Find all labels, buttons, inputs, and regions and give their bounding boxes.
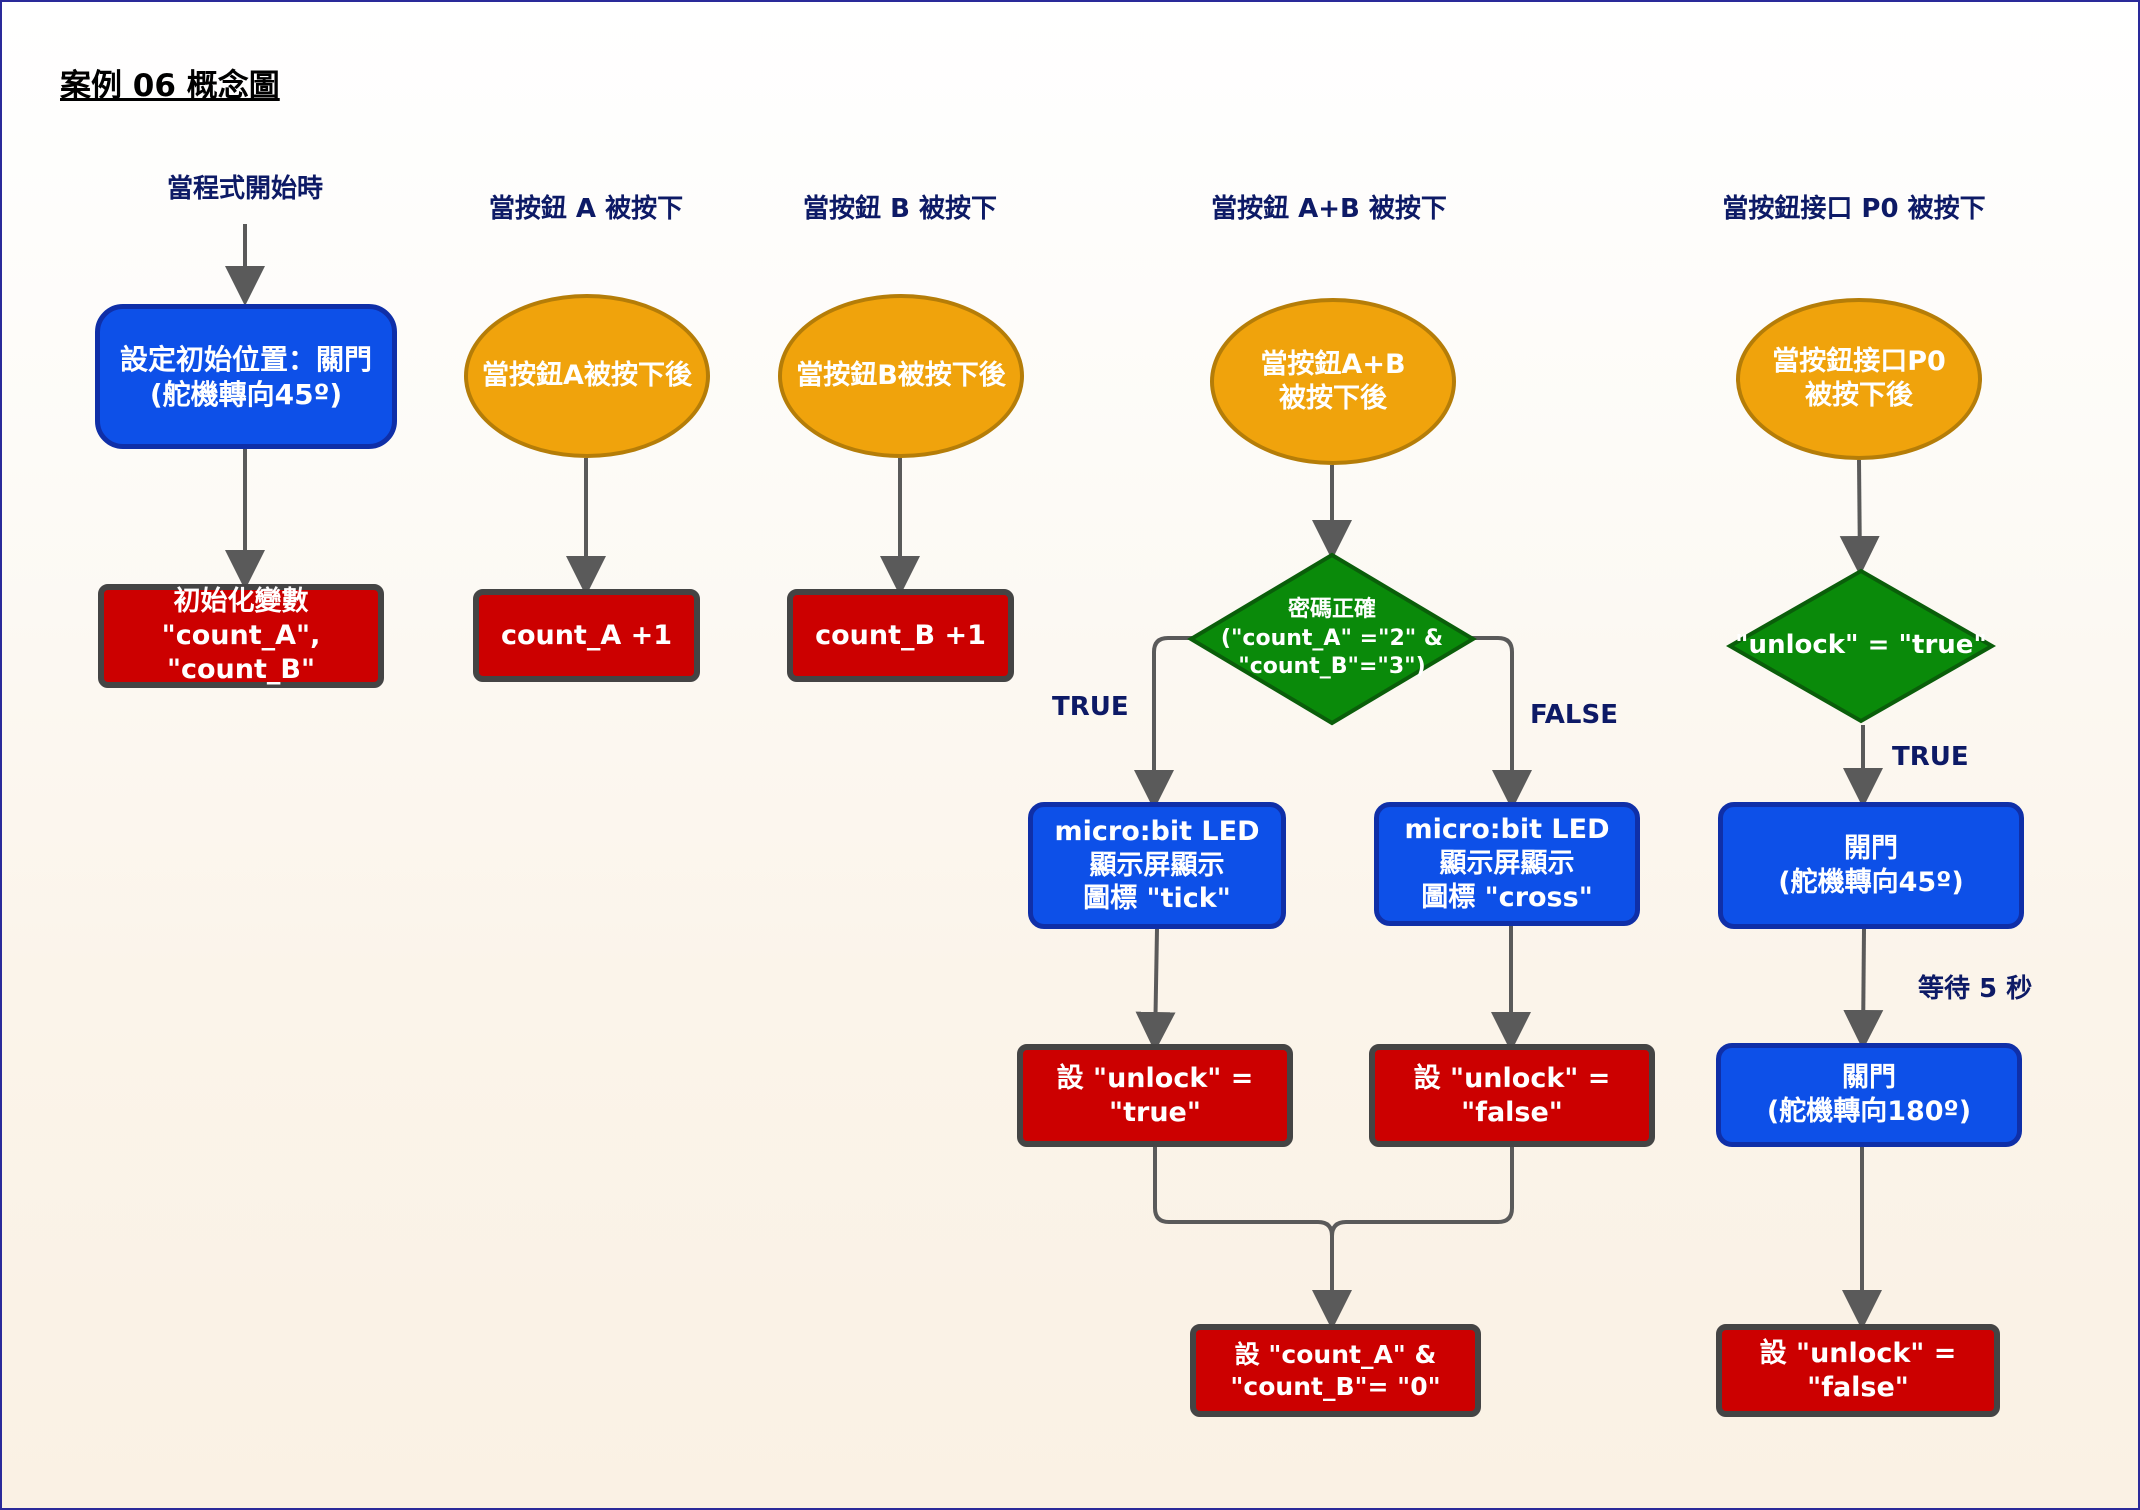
init-variables-node: 初始化變數 "count_A", "count_B" bbox=[98, 584, 384, 688]
set-unlock-false-node: 設 "unlock" = "false" bbox=[1369, 1044, 1655, 1147]
event-label-button-ab: 當按鈕 A+B 被按下 bbox=[1211, 194, 1447, 224]
password-check-decision: 密碼正確 ("count_A" ="2" & "count_B"="3") bbox=[1187, 551, 1477, 727]
edge-ab-check-true bbox=[1134, 636, 1194, 810]
event-label-pin-p0: 當按鈕接口 P0 被按下 bbox=[1722, 194, 1986, 224]
open-door-node: 開門 (舵機轉向45º) bbox=[1718, 802, 2024, 929]
show-cross-node: micro:bit LED 顯示屏顯示 圖標 "cross" bbox=[1374, 802, 1640, 926]
reset-counts-node: 設 "count_A" & "count_B"= "0" bbox=[1190, 1324, 1481, 1417]
button-b-trigger-node: 當按鈕B被按下後 bbox=[778, 294, 1024, 458]
edge-label-ab-false: FALSE bbox=[1530, 700, 1618, 730]
close-door-node: 關門 (舵機轉向180º) bbox=[1716, 1043, 2022, 1147]
pin-p0-trigger-node: 當按鈕接口P0 被按下後 bbox=[1736, 298, 1982, 460]
event-label-button-a: 當按鈕 A 被按下 bbox=[488, 194, 684, 224]
edge-set-false-to-merge bbox=[1330, 1147, 1514, 1237]
edge-p0-open-to-close bbox=[1843, 928, 1884, 1050]
show-tick-node: micro:bit LED 顯示屏顯示 圖標 "tick" bbox=[1028, 802, 1286, 929]
unlock-check-decision: "unlock" = "true" bbox=[1726, 567, 1996, 725]
count-a-increment-node: count_A +1 bbox=[473, 589, 700, 682]
edge-label-wait: 等待 5 秒 bbox=[1918, 974, 2033, 1004]
event-label-button-b: 當按鈕 B 被按下 bbox=[803, 194, 997, 224]
count-b-increment-node: count_B +1 bbox=[787, 589, 1014, 682]
event-label-start: 當程式開始時 bbox=[166, 174, 324, 204]
p0-set-unlock-false-node: 設 "unlock" = "false" bbox=[1716, 1324, 2000, 1417]
edge-label-p0-true: TRUE bbox=[1892, 742, 1969, 772]
set-unlock-true-node: 設 "unlock" = "true" bbox=[1017, 1044, 1293, 1147]
edge-label-ab-true: TRUE bbox=[1052, 692, 1129, 722]
button-ab-trigger-node: 當按鈕A+B 被按下後 bbox=[1210, 298, 1456, 465]
edge-set-true-to-merge bbox=[1153, 1147, 1352, 1330]
edge-ab-check-false bbox=[1470, 636, 1532, 810]
init-position-node: 設定初始位置：關門 (舵機轉向45º) bbox=[95, 304, 397, 449]
edge-tick-to-set-true bbox=[1135, 928, 1176, 1052]
button-a-trigger-node: 當按鈕A被按下後 bbox=[464, 294, 710, 458]
edge-p0-trigger-to-check bbox=[1839, 459, 1880, 576]
page-title: 案例 06 概念圖 bbox=[60, 68, 280, 104]
